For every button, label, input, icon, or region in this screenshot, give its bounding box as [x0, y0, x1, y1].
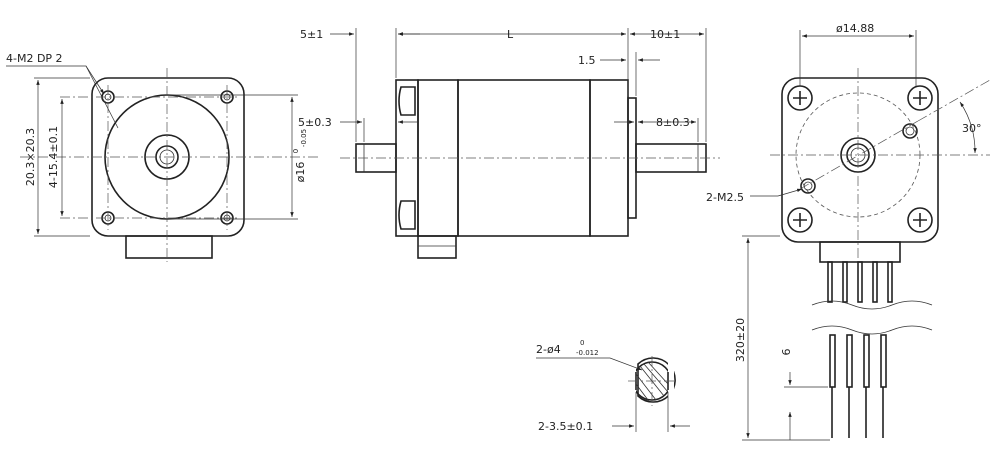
- lead-wires-upper: [827, 261, 893, 303]
- lead-wires-lower: [829, 334, 887, 438]
- rear-shaft-length-label: 5±1: [300, 28, 323, 41]
- screw-callout-label: 2-M2.5: [706, 191, 744, 204]
- side-connector: [417, 235, 457, 259]
- rear-lead-exit: [819, 241, 901, 263]
- front-view: 20.3×20.3 4-15.4±0.1 ø16 0 -0.05 4-M2 DP…: [6, 52, 320, 262]
- angle-label: 30°: [962, 122, 982, 135]
- rear-view: ø14.88 30° 2-M2.5: [706, 22, 991, 441]
- front-shaft-length-label: 10±1: [650, 28, 680, 41]
- shaft-diameter-label: 2-ø4: [536, 343, 561, 356]
- pilot-diameter-label: ø16: [294, 162, 307, 183]
- pilot-tol-lower: -0.05: [300, 129, 308, 147]
- rear-m25-hole-upper: [902, 123, 918, 139]
- shaft-flat-label: 2-3.5±0.1: [538, 420, 593, 433]
- lead-length-label: 320±20: [734, 318, 747, 362]
- rear-m25-hole-lower: [800, 178, 816, 194]
- rear-corner-screws: [787, 85, 933, 233]
- side-view: 5±1 L 10±1 1.5 5±0.3 8±0.3: [298, 28, 720, 259]
- hole-spacing-label: 4-15.4±0.1: [47, 126, 60, 188]
- front-connector-housing: [125, 235, 213, 259]
- shaft-tol-lower: -0.012: [576, 349, 599, 357]
- frame-size-label: 20.3×20.3: [24, 128, 37, 186]
- rear-flange: [781, 77, 939, 243]
- pilot-thickness-label: 1.5: [578, 54, 596, 67]
- hole-callout-label: 4-M2 DP 2: [6, 52, 63, 65]
- front-flat-length-label: 8±0.3: [656, 116, 690, 129]
- shaft-section: 2-ø4 0 -0.012 2-3.5±0.1: [536, 339, 690, 433]
- pcd-diameter-label: ø14.88: [836, 22, 874, 35]
- body-length-label: L: [507, 28, 514, 41]
- rear-flat-length-label: 5±0.3: [298, 116, 332, 129]
- front-mount-holes: [101, 90, 234, 225]
- shaft-section-outline: [637, 357, 676, 403]
- strip-length-label: 6: [780, 349, 793, 356]
- pilot-tol-upper: 0: [292, 149, 300, 153]
- shaft-tol-upper: 0: [580, 339, 584, 347]
